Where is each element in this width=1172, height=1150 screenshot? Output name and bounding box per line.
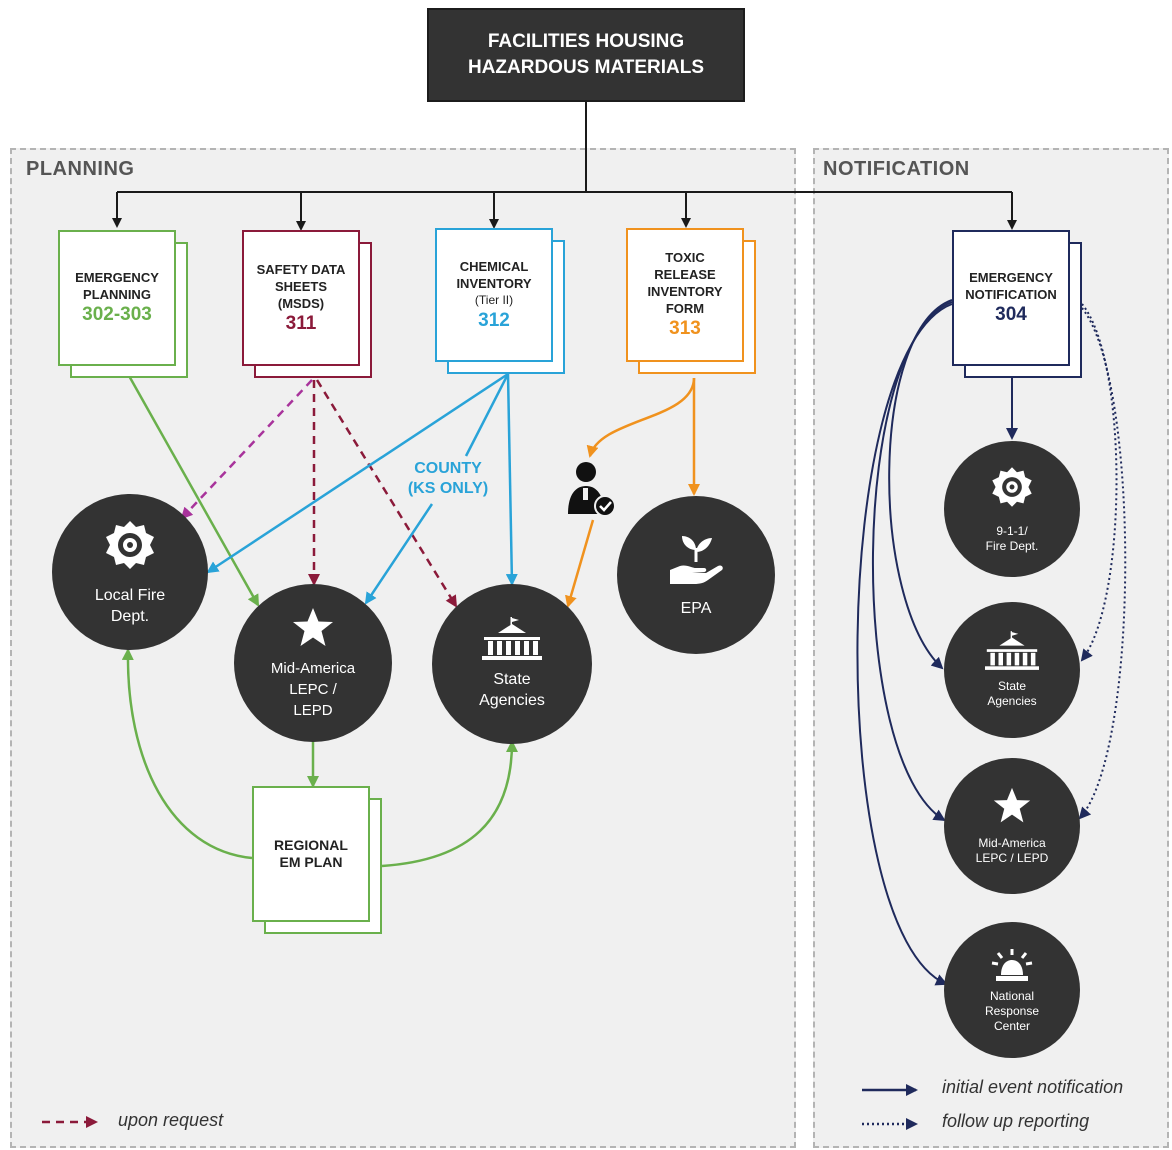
state-agencies-line1: State [493, 671, 531, 688]
arrow-312-to-county [464, 373, 510, 457]
arrow-agent-to-state [565, 519, 595, 608]
doc-304 [952, 230, 1070, 366]
doc-302-line1: EMERGENCY [75, 270, 159, 285]
doc-313 [626, 228, 744, 362]
node-notification-state-agencies: State Agencies [944, 602, 1080, 738]
n911-line1: 9-1-1/ [996, 524, 1028, 538]
planning-panel-title: PLANNING [26, 158, 135, 180]
facilities-header-box: FACILITIES HOUSING HAZARDOUS MATERIALS [427, 8, 745, 102]
local-fire-line2: Dept. [110, 608, 150, 625]
siren-icon [991, 948, 1033, 981]
node-epa: EPA [617, 496, 775, 654]
legend-initial-notification: initial event notification [942, 1077, 1124, 1097]
arrow-plan-to-localfire [121, 648, 253, 860]
doc-302-303 [58, 230, 176, 366]
nrc-line1: National [989, 988, 1035, 1003]
arrow-304-to-state-followup [1080, 303, 1118, 662]
nrc-line3: Center [993, 1018, 1031, 1033]
state-agencies-line2: Agencies [479, 692, 545, 709]
arrow-plan-to-state [381, 740, 518, 868]
doc-311-line2: SHEETS [274, 278, 327, 294]
doc-311 [242, 230, 360, 366]
fire-dept-icon [992, 467, 1032, 507]
doc-313-line2: RELEASE [654, 267, 716, 282]
doc-312-sub: (Tier II) [474, 292, 514, 307]
legend-upon-request: upon request [118, 1110, 224, 1130]
doc-regional-line1: REGIONAL [274, 837, 348, 853]
notification-panel-title: NOTIFICATION [823, 158, 970, 180]
doc-313-number: 313 [669, 318, 701, 339]
doc-302-number: 302-303 [82, 304, 152, 325]
node-national-response-center: National Response Center [944, 922, 1080, 1058]
doc-304-line1: EMERGENCY [969, 270, 1053, 285]
doc-302-303-text: EMERGENCY PLANNING 302-303 [58, 230, 176, 366]
doc-313-line1: TOXIC [665, 250, 705, 265]
legend-follow-up: follow up reporting [942, 1111, 1090, 1131]
government-building-icon [985, 631, 1039, 670]
nstate-line2: Agencies [987, 694, 1037, 708]
doc-312-line2: INVENTORY [456, 275, 532, 291]
doc-311-line3: (MSDS) [277, 295, 325, 311]
arrow-304-to-midamerica-followup [1078, 307, 1127, 820]
n911-line2: Fire Dept. [985, 539, 1039, 553]
arrow-304-to-midamerica-initial [872, 301, 953, 822]
node-state-agencies: State Agencies [432, 584, 592, 744]
arrow-312-to-state [505, 373, 518, 586]
county-label-line1: COUNTY [414, 460, 482, 477]
doc-regional-line2: EM PLAN [279, 854, 343, 870]
node-mid-america-lepc: Mid-America LEPC / LEPD [234, 584, 392, 742]
plant-in-hand-icon [670, 535, 723, 584]
doc-313-text: TOXIC RELEASE INVENTORY FORM 313 [626, 228, 744, 362]
mid-america-line2: LEPC / [289, 680, 337, 698]
doc-312-line1: CHEMICAL [459, 258, 529, 274]
local-fire-line1: Local Fire [94, 587, 166, 604]
doc-304-line2: NOTIFICATION [965, 287, 1057, 302]
mid-america-line1: Mid-America [270, 659, 356, 677]
arrow-sds-to-state [315, 379, 458, 608]
doc-regional-text: REGIONAL EM PLAN [252, 786, 370, 922]
doc-regional-em-plan [252, 786, 370, 922]
doc-312-number: 312 [478, 309, 510, 331]
arrow-313-to-agent [586, 377, 696, 458]
node-notification-mid-america: Mid-America LEPC / LEPD [944, 758, 1080, 894]
government-building-icon [482, 617, 542, 660]
doc-311-number: 311 [285, 312, 317, 334]
county-label-line2: (KS ONLY) [407, 480, 489, 497]
fire-dept-icon [106, 521, 154, 569]
node-911-fire-dept: 9-1-1/ Fire Dept. [944, 441, 1080, 577]
doc-302-line2: PLANNING [83, 287, 151, 302]
nmid-line1: Mid-America [978, 836, 1046, 850]
doc-313-line3: INVENTORY [647, 284, 723, 299]
doc-313-line4: FORM [665, 301, 705, 316]
mid-america-line3: LEPD [293, 701, 333, 719]
doc-304-text: EMERGENCY NOTIFICATION 304 [952, 230, 1070, 366]
doc-311-text: SAFETY DATA SHEETS (MSDS) 311 [242, 230, 360, 366]
doc-312 [435, 228, 553, 362]
star-icon [293, 607, 333, 646]
arrow-302-to-midamerica [126, 373, 260, 607]
star-icon [993, 787, 1031, 823]
arrow-304-to-state-initial [888, 299, 953, 670]
nrc-line2: Response [984, 1003, 1040, 1018]
nmid-line2: LEPC / LEPD [975, 851, 1049, 865]
doc-312-text: CHEMICAL INVENTORY (Tier II) 312 [435, 228, 553, 362]
county-label: COUNTY (KS ONLY) [398, 459, 498, 499]
arrow-county-to-midamerica [364, 503, 434, 605]
distribution-tree [112, 102, 1017, 231]
arrow-sds-to-localfire [180, 379, 313, 520]
epa-label: EPA [680, 599, 712, 617]
facilities-header-line1: FACILITIES HOUSING [487, 31, 685, 52]
arrow-304-to-nrc-initial [856, 303, 953, 986]
nstate-line1: State [997, 679, 1027, 693]
arrow-312-to-localfire [206, 372, 509, 574]
doc-304-number: 304 [995, 304, 1027, 325]
doc-311-line1: SAFETY DATA [256, 261, 346, 277]
node-local-fire-dept: Local Fire Dept. [52, 494, 208, 650]
facilities-header-line2: HAZARDOUS MATERIALS [467, 57, 705, 78]
